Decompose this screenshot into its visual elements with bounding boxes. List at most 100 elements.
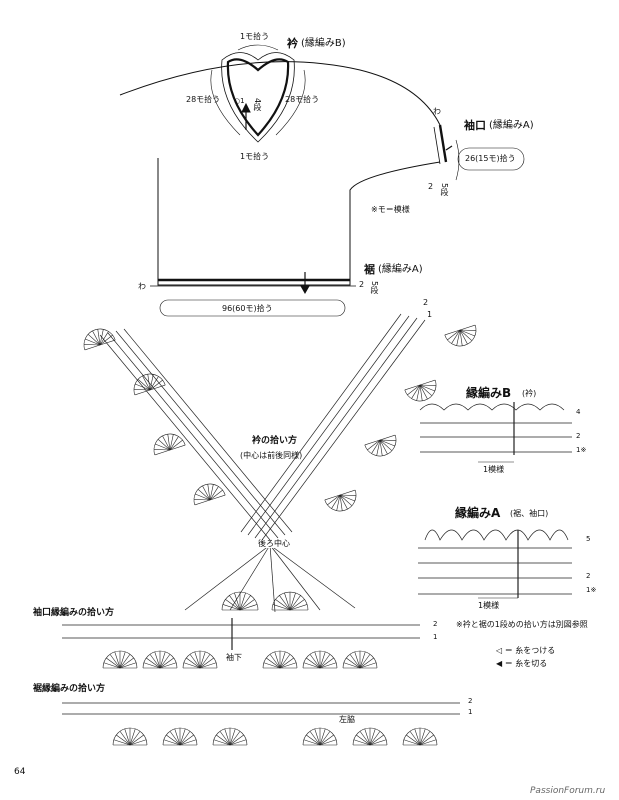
- note-motif: ※モ＝模様: [371, 205, 410, 214]
- stitch-line: [129, 731, 141, 746]
- stitch-line: [129, 728, 136, 746]
- stitch-line: [279, 651, 286, 669]
- fan-arc: [342, 650, 378, 669]
- stitch-line: [459, 329, 468, 345]
- stitch-line: [119, 657, 134, 669]
- stitch-line: [199, 662, 217, 669]
- edge-b-repeat: 1模様: [483, 465, 505, 474]
- neck-pickup-chart: [99, 313, 426, 613]
- hem-pick: 96(60モ)拾う: [222, 304, 273, 313]
- hem-pickup-chart: [62, 702, 460, 715]
- stitch-line: [419, 379, 436, 386]
- stitch-line: [359, 657, 374, 669]
- stitch-line: [444, 329, 461, 336]
- fan-arc: [271, 591, 309, 611]
- stitch-line: [419, 384, 423, 401]
- stitch-line: [346, 657, 361, 669]
- fan-arc: [302, 650, 338, 669]
- fan-arc: [404, 379, 437, 402]
- stitch-line: [229, 739, 247, 746]
- stitch-line: [154, 449, 171, 456]
- stitch-line: [199, 651, 206, 669]
- stitch-line: [166, 734, 181, 746]
- left-side-label: 左脇: [339, 715, 355, 724]
- stitch-line: [159, 654, 171, 669]
- stitch-line: [403, 739, 421, 746]
- stitch-line: [199, 654, 211, 669]
- stitch-line: [189, 654, 201, 669]
- stitch-line: [367, 439, 381, 451]
- stitch-line: [451, 329, 461, 344]
- stitch-line: [194, 499, 211, 506]
- stitch-line: [109, 654, 121, 669]
- stitch-line: [99, 339, 116, 346]
- stitch-line: [339, 494, 343, 511]
- stitch-line: [129, 739, 147, 746]
- stitch-line: [289, 604, 308, 611]
- stitch-line: [319, 734, 334, 746]
- stitch-line: [319, 739, 337, 746]
- stitch-line: [209, 486, 219, 501]
- stitch-line: [129, 734, 144, 746]
- collar-label: 衿: [287, 37, 298, 50]
- stitch-line: [194, 651, 201, 669]
- fan-arc: [302, 727, 338, 746]
- stitch-line: [369, 731, 381, 746]
- stitch-line: [364, 728, 371, 746]
- neck-pickup-sub: (中心は前後同様): [240, 451, 303, 460]
- stitch-line: [309, 731, 321, 746]
- stitch-line: [343, 662, 361, 669]
- legend-attach: ◁ ＝ 糸をつける: [496, 646, 556, 655]
- neck-row-2: 2: [423, 298, 429, 307]
- stitch-line: [336, 494, 341, 511]
- stitch-line: [119, 654, 131, 669]
- stitch-line: [272, 604, 291, 611]
- stitch-line: [186, 657, 201, 669]
- stitch-line: [376, 439, 381, 456]
- collar-marker: ○1: [234, 97, 245, 105]
- stitch-line: [314, 728, 321, 746]
- hem-row2: 2: [359, 280, 365, 289]
- cuff-pickup-row1: 1: [433, 633, 438, 641]
- stitch-line: [339, 494, 348, 510]
- stitch-line: [229, 595, 241, 611]
- stitch-line: [162, 435, 171, 451]
- watermark: PassionForum.ru: [530, 786, 606, 796]
- stitch-line: [364, 439, 381, 446]
- stitch-line: [263, 662, 281, 669]
- stitch-line: [149, 379, 163, 391]
- fan-arc: [162, 727, 198, 746]
- stitch-line: [103, 662, 121, 669]
- edge-a-chart: [418, 529, 572, 599]
- stitch-line: [379, 439, 397, 441]
- edge-b-row-2: 2: [576, 432, 581, 440]
- fan-arc: [182, 650, 218, 669]
- stitch-line: [163, 739, 181, 746]
- fan-arc: [352, 727, 388, 746]
- stitch-line: [309, 654, 321, 669]
- stitch-line: [371, 439, 381, 454]
- collar-rows: 4段: [253, 98, 262, 112]
- stitch-line: [229, 728, 236, 746]
- neck-row-1: 1: [427, 310, 433, 319]
- stitch-line: [133, 389, 151, 391]
- stitch-line: [314, 651, 321, 669]
- stitch-line: [219, 731, 231, 746]
- cuff-pickup-title: 袖口縁編みの拾い方: [33, 608, 115, 618]
- stitch-line: [359, 654, 371, 669]
- stitch-line: [99, 329, 104, 346]
- hem-ring: わ: [138, 282, 146, 291]
- stitch-line: [224, 728, 231, 746]
- bottom-fans: [102, 591, 438, 746]
- stitch-line: [379, 434, 396, 441]
- stitch-line: [155, 443, 171, 451]
- hem-pickup-title: 裾縁編みの拾い方: [33, 684, 106, 694]
- stitch-line: [197, 489, 211, 501]
- fan-arc: [444, 324, 477, 347]
- stitch-line: [207, 484, 211, 501]
- stitch-line: [447, 329, 461, 341]
- stitch-line: [324, 494, 341, 501]
- stitch-line: [416, 384, 421, 401]
- stitch-line: [409, 731, 421, 746]
- stitch-line: [142, 375, 151, 391]
